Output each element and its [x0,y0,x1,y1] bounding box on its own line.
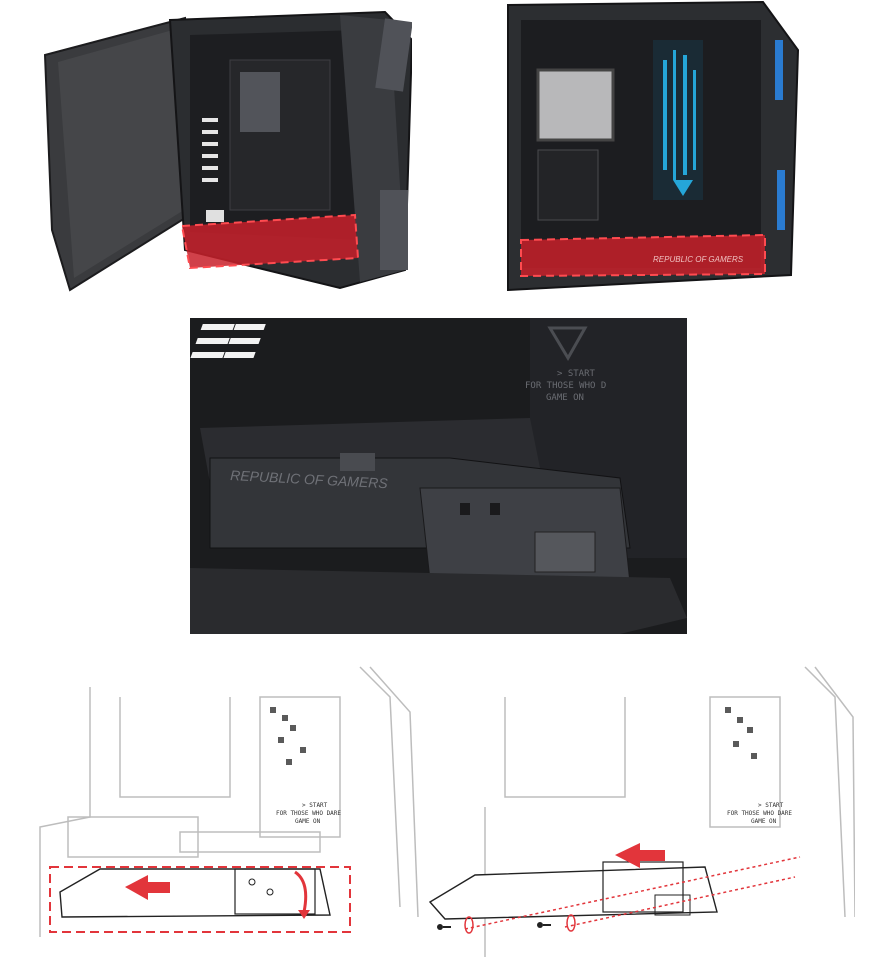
case-photo-right: REPUBLIC OF GAMERS [503,0,803,292]
psu-cover-highlight [182,215,358,268]
cover-closeup-photo: > START FOR THOSE WHO D GAME ON REPUBLIC… [190,318,687,634]
psu-cover-highlight [521,235,765,276]
slogan-line: > START [557,369,596,379]
slogan-line: GAME ON [295,818,321,825]
case-photo-left [40,0,412,296]
slogan-line: > START [302,802,328,809]
slogan-line: FOR THOSE WHO D [525,381,606,391]
move-left-arrow [615,843,665,868]
slogan-line: FOR THOSE WHO DARE [276,810,341,817]
slogan-line: > START [758,802,784,809]
pivot-arrow [294,870,308,913]
screw-icon [437,924,451,930]
pci-slots [202,118,218,182]
pattern-dots [270,707,306,765]
rog-graphic [653,40,703,200]
psu-cover [428,866,718,920]
diagram-step-2: > START FOR THOSE WHO DARE GAME ON [425,657,855,957]
vent-slots [190,324,266,358]
slogan-line: GAME ON [546,393,584,403]
diagram-step-1: > START FOR THOSE WHO DARE GAME ON [30,657,421,957]
move-left-arrow [125,875,170,900]
slogan-line: FOR THOSE WHO DARE [727,810,792,817]
screw-icon [537,922,551,928]
slogan-line: GAME ON [751,818,777,825]
cover-label: REPUBLIC OF GAMERS [653,255,744,264]
pattern-dots [725,707,757,759]
psu-cover [59,868,331,918]
